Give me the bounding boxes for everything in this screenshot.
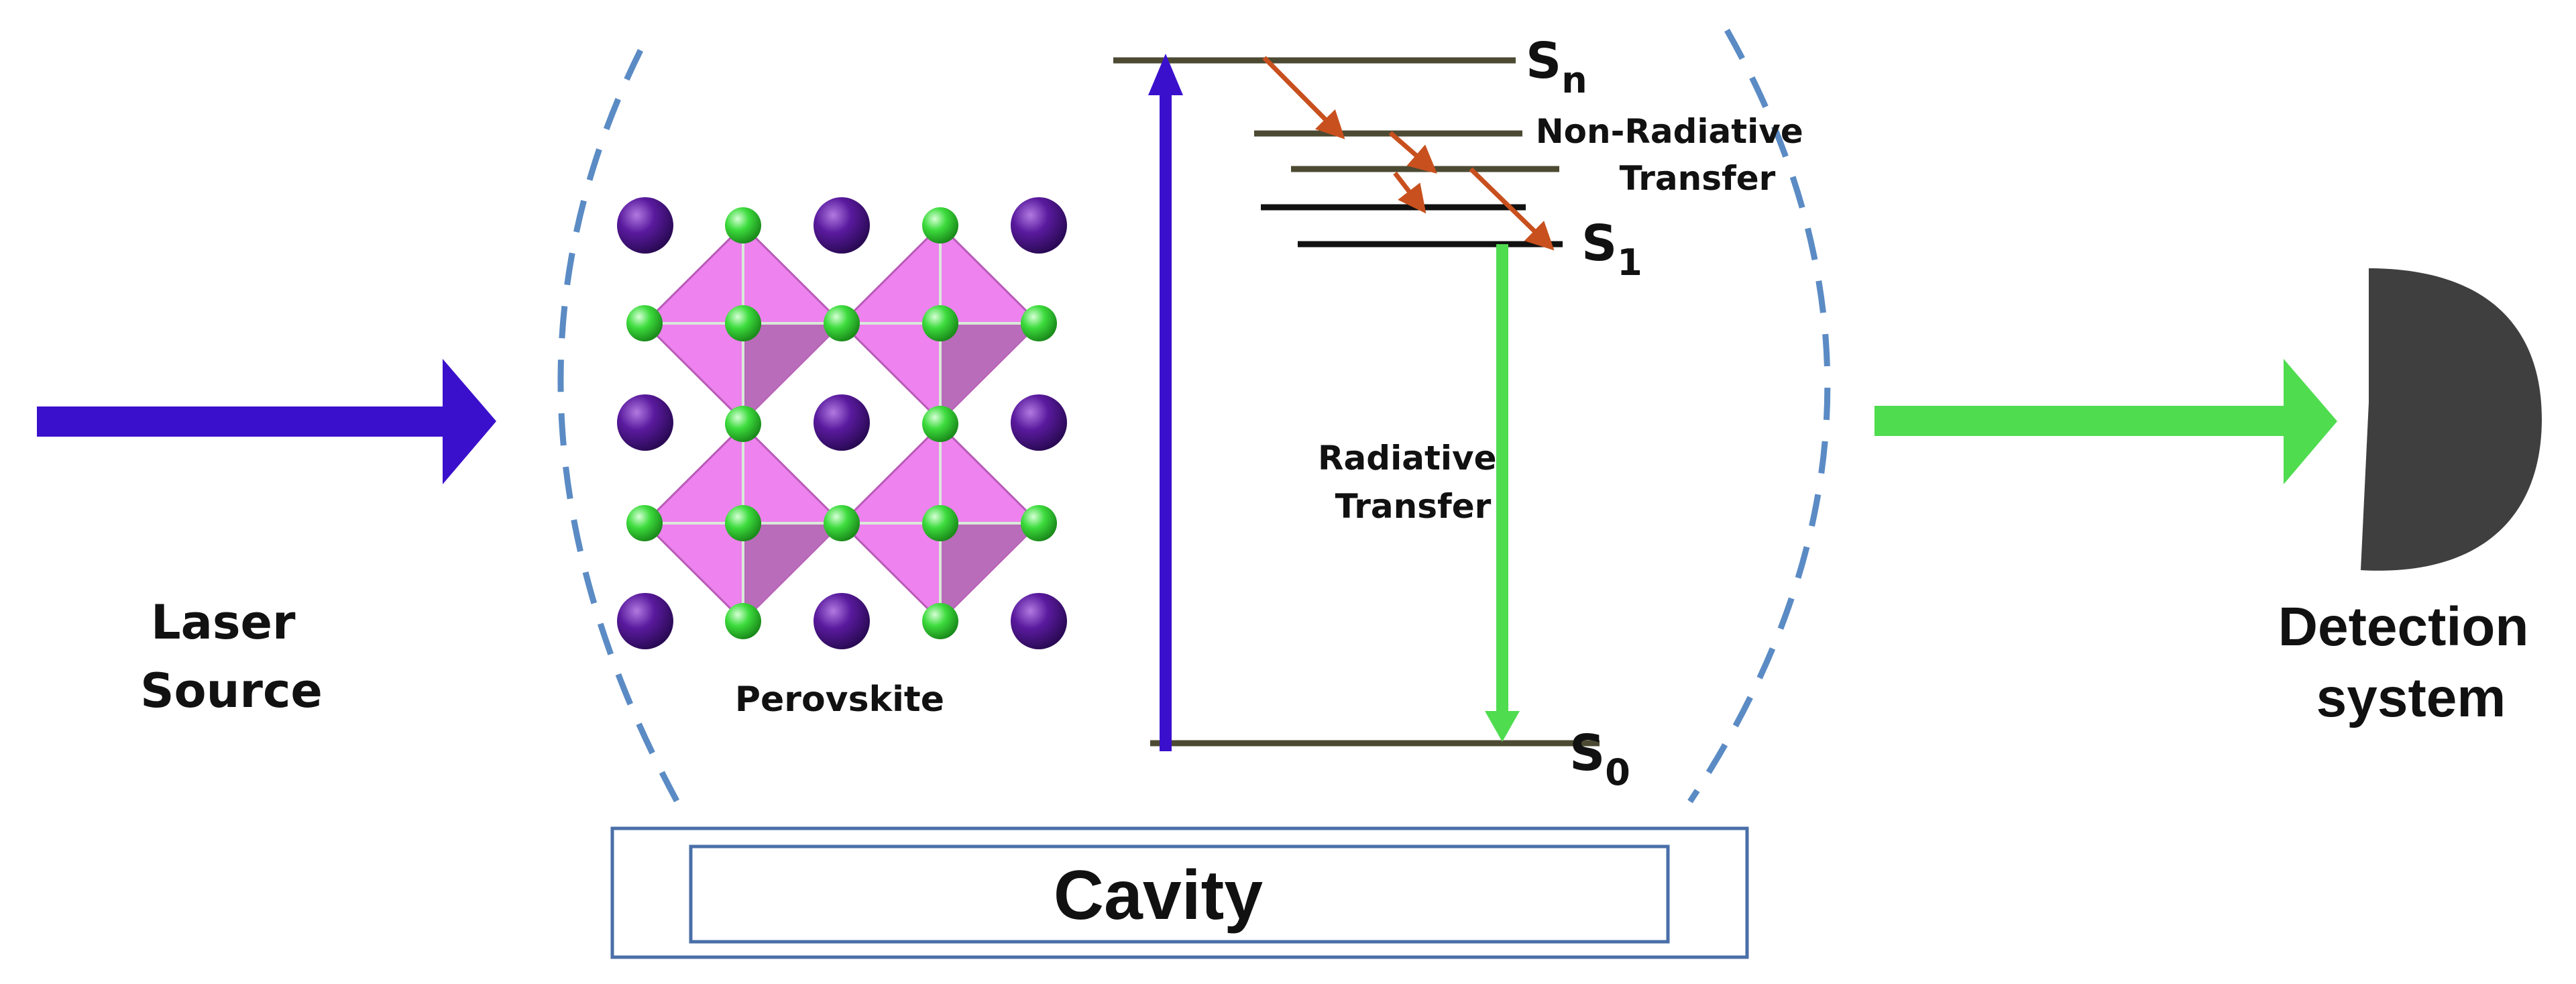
nonradiative-transfer-label: Non-Radiative Transfer xyxy=(1536,112,1815,198)
cavity-box xyxy=(610,826,1749,959)
halide-atom xyxy=(626,305,663,341)
halide-atom xyxy=(1021,505,1057,541)
state-s0-label: S0 xyxy=(1569,724,1630,794)
detector-icon xyxy=(2361,268,2542,571)
a-site-atom xyxy=(1011,394,1067,451)
nonradiative-arrows xyxy=(1262,56,1555,251)
a-site-atom xyxy=(1011,197,1067,254)
halide-atom xyxy=(922,505,958,541)
a-site-atom xyxy=(1011,593,1067,649)
nonrad-arrow xyxy=(1393,171,1426,214)
state-sn-label: Sn xyxy=(1526,32,1587,101)
nonrad-arrow xyxy=(1262,56,1345,140)
state-s1-label: S1 xyxy=(1581,215,1642,284)
cavity-right-mirror xyxy=(1687,28,1831,804)
a-site-atom xyxy=(617,593,673,649)
halide-atom xyxy=(824,305,860,341)
halide-atom xyxy=(725,505,761,541)
emission-output-arrow xyxy=(1874,359,2337,484)
halide-atom xyxy=(824,505,860,541)
halide-atom xyxy=(922,305,958,341)
halide-atom xyxy=(725,406,761,442)
halide-atom xyxy=(725,207,761,243)
halide-atom xyxy=(725,603,761,639)
laser-arrow xyxy=(37,359,496,484)
a-site-atom xyxy=(814,593,870,649)
perovskite-label: Perovskite xyxy=(735,679,944,720)
radiative-transfer-label: Radiative Transfer xyxy=(1318,439,1508,526)
a-site-atom xyxy=(617,394,673,451)
cavity-left-mirror xyxy=(557,49,683,810)
excitation-arrow xyxy=(1148,54,1183,751)
halide-atom xyxy=(725,305,761,341)
perovskite-crystal-icon xyxy=(617,197,1067,649)
nonrad-arrow xyxy=(1469,167,1555,251)
laser-source-label: Laser Source xyxy=(140,595,323,718)
a-site-atom xyxy=(814,394,870,451)
halide-atom xyxy=(626,505,663,541)
halide-atom xyxy=(922,406,958,442)
a-site-atom xyxy=(814,197,870,254)
halide-atom xyxy=(1021,305,1057,341)
a-site-atom xyxy=(617,197,673,254)
halide-atom xyxy=(922,603,958,639)
halide-atom xyxy=(922,207,958,243)
nonrad-arrow xyxy=(1388,131,1437,174)
cavity-label: Cavity xyxy=(1054,857,1263,934)
detection-system-label: Detection system xyxy=(2278,596,2544,728)
emission-arrow xyxy=(1485,244,1520,742)
